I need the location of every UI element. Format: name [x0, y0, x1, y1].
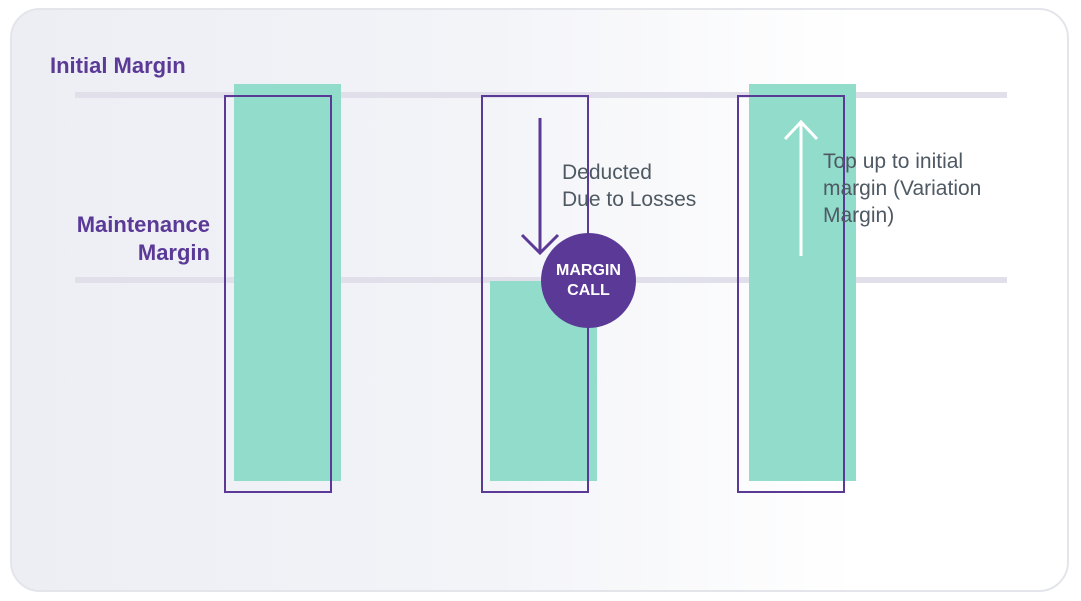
margin-call-line1: MARGIN	[556, 261, 621, 279]
margin-call-line2: CALL	[567, 281, 610, 299]
margin-call-badge: MARGIN CALL	[541, 233, 636, 328]
maintenance-margin-label-line2: Margin	[137, 240, 210, 265]
account-outline-1	[224, 95, 332, 493]
down-arrow-icon	[520, 118, 560, 256]
bar-initial	[234, 84, 341, 481]
maintenance-margin-label: Maintenance Margin	[40, 211, 210, 267]
deducted-note: Deducted Due to Losses	[562, 161, 697, 211]
initial-margin-label: Initial Margin	[50, 53, 186, 78]
top-up-note: Top up to initial margin (Variation Marg…	[823, 150, 982, 227]
maintenance-margin-label-line1: Maintenance	[76, 212, 210, 237]
up-arrow-icon	[783, 119, 819, 256]
account-outline-3	[737, 95, 845, 493]
